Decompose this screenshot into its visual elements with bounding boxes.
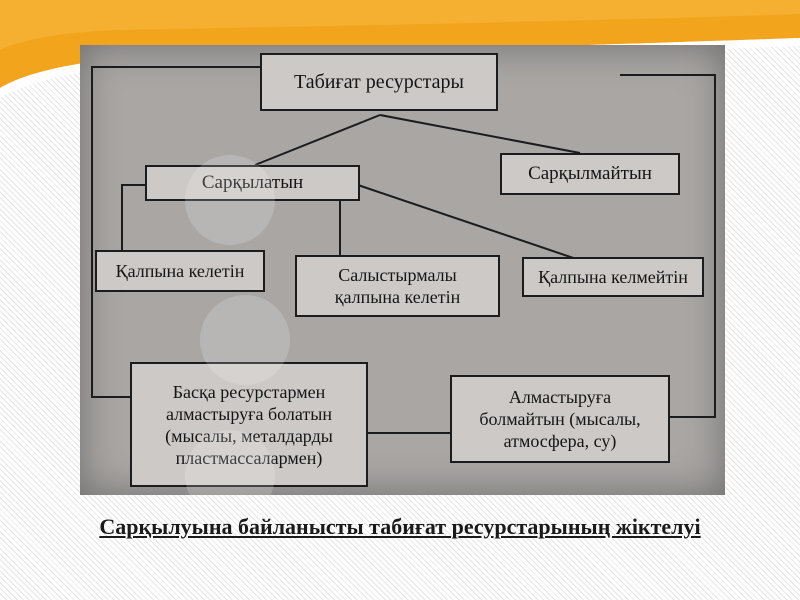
edge-root-irreplaceable	[620, 74, 716, 418]
node-inexhaustible: Сарқылмайтын	[500, 153, 680, 195]
edge-renewable-nonrestorable	[357, 184, 601, 268]
node-replaceable: Басқа ресурстармен алмастыруға болатын (…	[130, 362, 368, 487]
node-non-restorable: Қалпына келмейтін	[522, 257, 704, 297]
edge-root-nonrenewable	[379, 114, 581, 154]
node-relatively-restorable: Салыстырмалы қалпына келетін	[295, 255, 500, 317]
edge-root-replaceable	[91, 66, 260, 398]
orange-header-banner	[0, 0, 800, 98]
diagram-caption: Сарқылуына байланысты табиғат ресурстары…	[99, 514, 701, 539]
edge-renewable-restorable	[121, 184, 145, 257]
diagram-connectors	[91, 66, 716, 434]
diagram-photo: Табиғат ресурстары Сарқылатын Сарқылмайт…	[80, 45, 725, 495]
node-natural-resources: Табиғат ресурстары	[260, 53, 498, 111]
node-irreplaceable: Алмастыруға болмайтын (мысалы, атмосфера…	[450, 375, 670, 463]
node-exhaustible: Сарқылатын	[145, 165, 360, 201]
edge-root-renewable	[254, 114, 381, 166]
node-restorable: Қалпына келетін	[95, 250, 265, 292]
